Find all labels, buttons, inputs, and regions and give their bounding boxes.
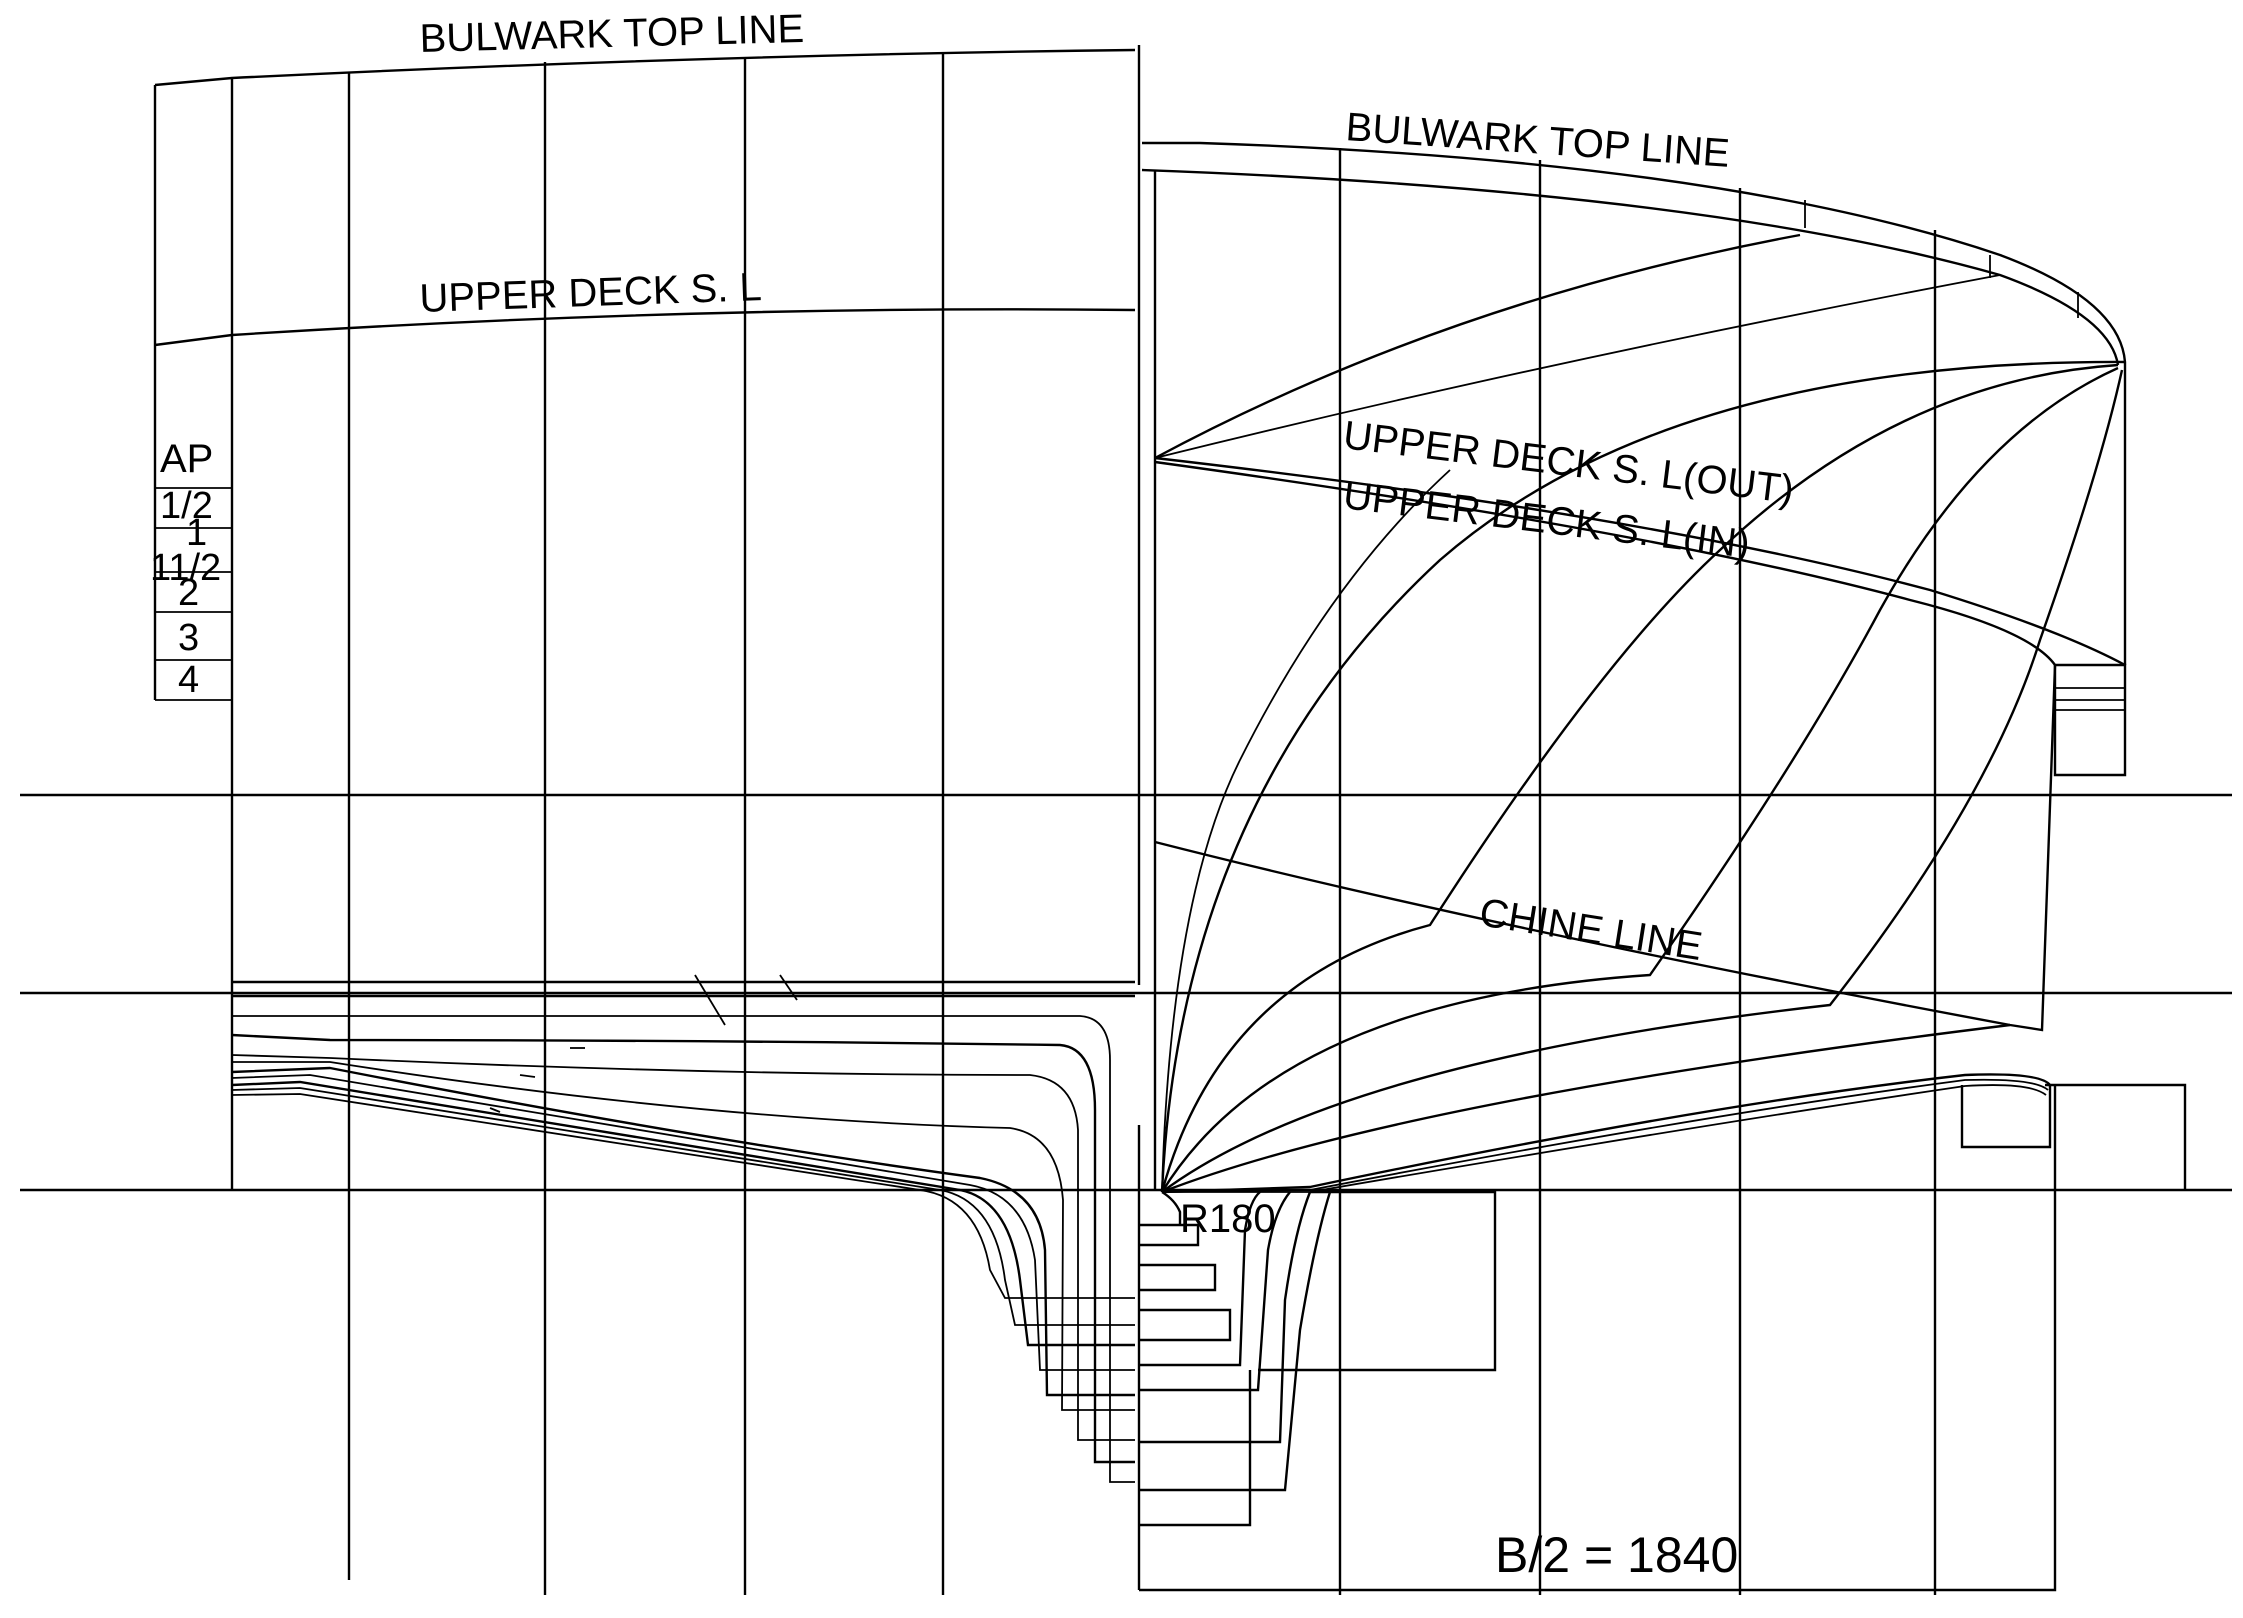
- aft-tick-1: [694, 974, 726, 1026]
- fwd-bottom-2: [1161, 1078, 2049, 1193]
- fwd-bulwark-inner-line: [1141, 168, 2120, 366]
- fwd-bulwark-top-line: [1142, 141, 2127, 665]
- fwd-keel-outline: [1139, 1190, 1332, 1492]
- fwd-keel-box-right: [2045, 1083, 2187, 1190]
- fwd-bulwark-box: [2053, 663, 2127, 777]
- fwd-deck-camber-1: [1154, 233, 1801, 460]
- aft-section-5: [231, 1054, 1135, 1441]
- aft-section-11: [231, 1093, 1135, 1299]
- aft-section-7: [231, 1066, 1135, 1397]
- station-label-4: 3: [178, 617, 199, 659]
- fwd-chine-line: [1154, 664, 2057, 1032]
- aft-tick-5: [489, 1107, 501, 1113]
- label-chine-line: CHINE LINE: [1477, 890, 1706, 969]
- aft-section-8: [231, 1074, 1135, 1371]
- fwd-section-2: [1160, 363, 2119, 1193]
- aft-section-10: [231, 1087, 1135, 1326]
- station-label-1: 1: [186, 512, 207, 554]
- station-label-0: 1/2: [160, 485, 213, 527]
- station-label-5: 4: [178, 659, 199, 701]
- aft-bulwark-top-line: [154, 48, 1136, 87]
- aft-section-6: [232, 1061, 1135, 1411]
- fwd-section-6: [1161, 469, 1451, 1193]
- waterlines: [20, 793, 2232, 1192]
- fwd-bottom-3: [1162, 1084, 2047, 1193]
- fwd-section-4: [1161, 369, 2124, 1193]
- aft-section-9: [231, 1080, 1135, 1347]
- label-radius: R180: [1180, 1197, 1276, 1241]
- label-half-breadth: B/2 = 1840: [1495, 1527, 1738, 1583]
- fwd-section-5: [1161, 1023, 2011, 1194]
- station-label-2: 11/2: [150, 547, 221, 589]
- fwd-keel-box-left: [1258, 1190, 1497, 1372]
- fwd-keel-box-lower: [1139, 1370, 1252, 1527]
- station-table: AP 1/2 1 11/2 2 3 4: [150, 345, 232, 701]
- fwd-bottom-frame: [1139, 1085, 2057, 1592]
- fwd-upper-deck-out: [1154, 456, 2126, 667]
- aft-upper-deck-side-line: [154, 308, 1136, 347]
- fwd-bottom-1: [1161, 1073, 2051, 1194]
- station-label-3: 2: [178, 572, 199, 614]
- label-aft-bulwark-top-line: BULWARK TOP LINE: [419, 7, 805, 61]
- forward-body: [1139, 141, 2187, 1595]
- aft-section-4: [231, 1033, 1135, 1464]
- fwd-upper-deck-in: [1154, 460, 2056, 666]
- aft-section-3: [232, 1015, 1135, 1483]
- station-table-header: AP: [160, 437, 213, 481]
- aft-tick-2: [779, 974, 798, 1001]
- fwd-section-1: [1160, 360, 2126, 1193]
- fwd-keel-box-inner: [1960, 1085, 2052, 1149]
- fwd-keel-steps: [1139, 1223, 1232, 1342]
- aft-body: [153, 48, 1136, 1595]
- fwd-deck-camber-2: [1154, 274, 2001, 459]
- aft-tick-3: [519, 1074, 536, 1078]
- fwd-section-3: [1160, 366, 2119, 1193]
